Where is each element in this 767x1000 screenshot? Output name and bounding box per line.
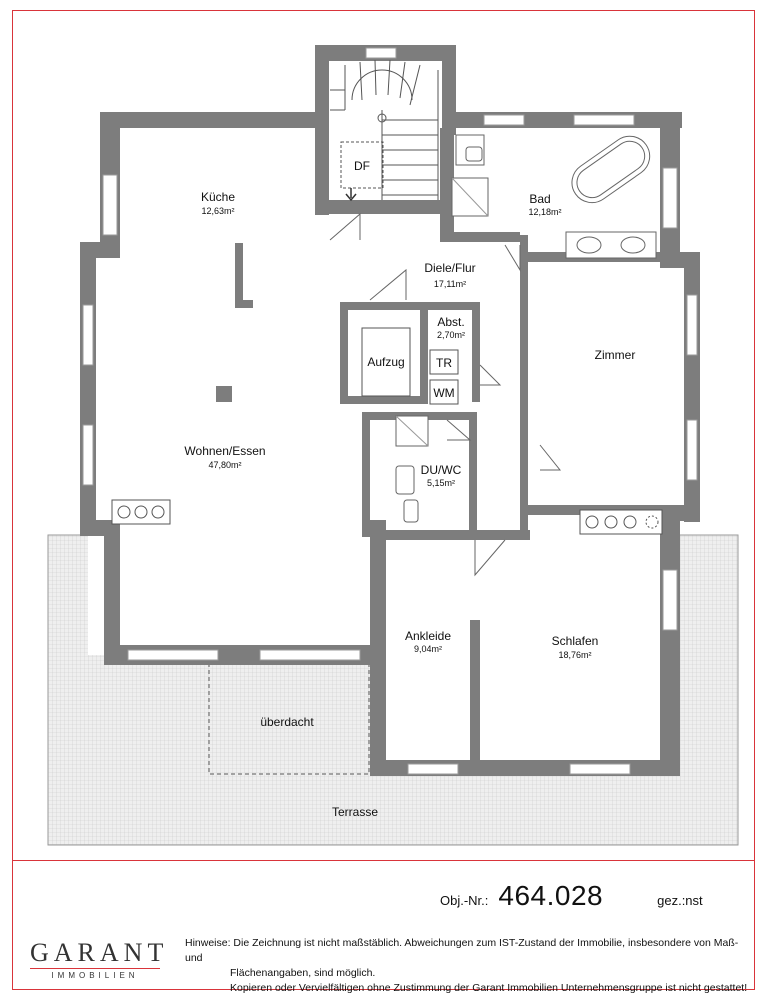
room-area-abst: 2,70m²	[437, 330, 465, 340]
room-name-schlafen: Schlafen	[552, 634, 599, 648]
stove-left	[111, 499, 171, 525]
windows	[82, 47, 698, 775]
room-name-ankleide: Ankleide	[405, 629, 451, 643]
staircase	[330, 59, 439, 200]
room-name-abst: Abst.	[437, 315, 464, 329]
room-area-diele: 17,11m²	[434, 279, 466, 289]
room-name-bad: Bad	[529, 192, 550, 206]
room-area-bad: 12,18m²	[528, 207, 561, 217]
room-area-ankleide: 9,04m²	[414, 644, 442, 654]
label-terrasse: Terrasse	[332, 805, 378, 819]
room-name-zimmer: Zimmer	[595, 348, 636, 362]
doors	[329, 212, 562, 577]
room-labels: Küche 12,63m² Wohnen/Essen 47,80m² Diele…	[184, 159, 635, 819]
bath-fixtures	[395, 134, 657, 523]
logo-sub: IMMOBILIEN	[51, 971, 139, 980]
disclaimer-notes: Hinweise: Die Zeichnung ist nicht maßstä…	[185, 936, 750, 996]
room-name-wm: WM	[433, 386, 454, 400]
room-area-schlafen: 18,76m²	[558, 650, 591, 660]
logo-name: GARANT	[30, 938, 169, 967]
tr-box	[429, 349, 459, 375]
room-name-kueche: Küche	[201, 190, 235, 204]
room-name-diele: Diele/Flur	[424, 261, 475, 275]
room-name-tr: TR	[436, 356, 452, 370]
label-ueberdacht: überdacht	[260, 715, 314, 729]
obj-number: 464.028	[498, 880, 604, 911]
object-number-row: Obj.-Nr.: 464.028 gez.:nst	[440, 880, 703, 916]
room-name-duwc: DU/WC	[421, 463, 462, 477]
room-area-kueche: 12,63m²	[201, 206, 234, 216]
room-name-df: DF	[354, 159, 370, 173]
elevator-box	[361, 327, 411, 397]
stove-right	[579, 509, 663, 535]
note-line-3: Kopieren oder Vervielfältigen ohne Zusti…	[230, 982, 748, 994]
room-name-wohnen: Wohnen/Essen	[184, 444, 265, 458]
footer-separator	[12, 860, 755, 861]
obj-label: Obj.-Nr.:	[440, 893, 489, 908]
logo-rule	[30, 968, 160, 969]
wm-box	[429, 379, 459, 405]
drawn-by: gez.:nst	[657, 893, 703, 908]
floor-plan: Küche 12,63m² Wohnen/Essen 47,80m² Diele…	[47, 45, 739, 846]
df-box	[340, 141, 384, 189]
down-arrow-icon	[345, 188, 357, 202]
room-area-duwc: 5,15m²	[427, 478, 455, 488]
room-name-aufzug: Aufzug	[367, 355, 404, 369]
room-area-wohnen: 47,80m²	[208, 460, 241, 470]
garant-logo: GARANT IMMOBILIEN	[30, 938, 169, 980]
note-line-2: Flächenangaben, sind möglich.	[230, 967, 376, 979]
note-line-1: Hinweise: Die Zeichnung ist nicht maßstä…	[185, 937, 739, 964]
